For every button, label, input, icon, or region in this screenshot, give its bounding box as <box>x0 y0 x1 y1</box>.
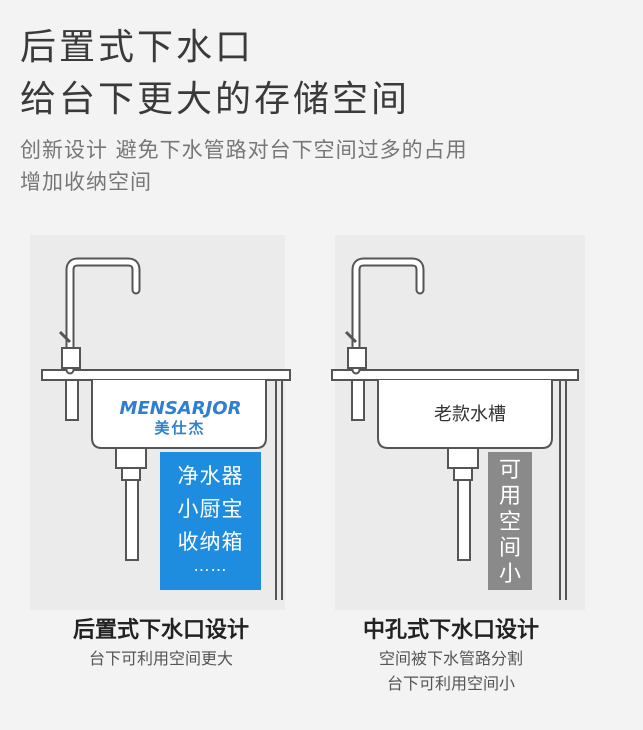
brand-logo-cn: 美仕杰 <box>154 419 206 437</box>
right-caption-line-2: 台下可利用空间小 <box>386 674 515 693</box>
left-cabinet-wall <box>65 379 79 421</box>
left-caption-line: 台下可利用空间更大 <box>88 649 233 668</box>
right-cabinet-illustration <box>331 235 585 610</box>
left-sink-basin <box>91 380 267 449</box>
right-caption-title: 中孔式下水口设计 <box>362 618 539 643</box>
small-space-box: 可 用 空 间 小 <box>488 452 532 590</box>
right-countertop <box>331 369 579 381</box>
storage-item-water-heater: 小厨宝 <box>177 497 244 521</box>
brand-logo-en: MENSARJOR <box>119 398 242 419</box>
left-countertop <box>41 369 291 381</box>
subtitle-line-1: 创新设计 避免下水管路对台下空间过多的占用 <box>20 138 468 162</box>
headline-line-1: 后置式下水口 <box>20 27 255 68</box>
right-caption-line-1: 空间被下水管路分割 <box>378 649 523 668</box>
space-char-4: 间 <box>498 536 521 561</box>
storage-space-box: 净水器 小厨宝 收纳箱 …… <box>160 452 261 590</box>
storage-item-purifier: 净水器 <box>177 464 244 488</box>
space-char-1: 可 <box>498 458 521 483</box>
right-cabinet-wall <box>351 379 365 421</box>
left-cabinet-illustration <box>30 235 291 610</box>
right-drain-pipe <box>457 479 471 561</box>
sink-comparison-illustration <box>30 235 585 610</box>
space-char-3: 空 <box>498 510 521 535</box>
storage-item-more: …… <box>193 556 228 575</box>
space-char-5: 小 <box>498 562 521 587</box>
old-sink-label: 老款水槽 <box>434 404 506 425</box>
left-drain-pipe <box>125 479 139 561</box>
storage-item-storage-box: 收纳箱 <box>177 530 244 554</box>
space-char-2: 用 <box>498 484 521 509</box>
subtitle-line-2: 增加收纳空间 <box>20 170 152 194</box>
left-caption-title: 后置式下水口设计 <box>72 618 249 643</box>
headline-line-2: 给台下更大的存储空间 <box>20 79 411 120</box>
